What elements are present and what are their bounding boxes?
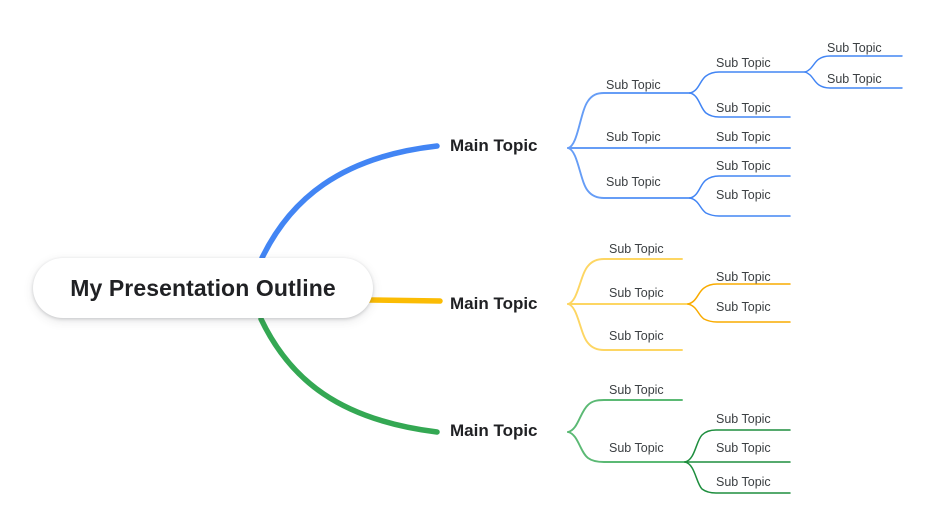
sub-topic-green-2[interactable]: Sub Topic <box>609 441 664 455</box>
blue-connector-s1-1-2[interactable] <box>804 71 903 89</box>
blue-connector-s3[interactable] <box>567 147 691 199</box>
sub-topic-yellow-2[interactable]: Sub Topic <box>609 286 664 300</box>
sub-topic-blue-1[interactable]: Sub Topic <box>606 78 661 92</box>
main-topic-yellow[interactable]: Main Topic <box>450 294 538 313</box>
sub-topic-blue-1-1-2[interactable]: Sub Topic <box>827 72 882 86</box>
sub-topic-yellow-2-1[interactable]: Sub Topic <box>716 270 771 284</box>
central-node-title: My Presentation Outline <box>70 274 336 301</box>
green-connector-s2-1[interactable] <box>684 429 791 463</box>
sub-topic-blue-3-1[interactable]: Sub Topic <box>716 159 771 173</box>
sub-topic-blue-3-2[interactable]: Sub Topic <box>716 188 771 202</box>
main-topic-green[interactable]: Main Topic <box>450 421 538 440</box>
yellow-connector-s1[interactable] <box>567 258 683 305</box>
blue-connector-s1-2[interactable] <box>689 92 791 118</box>
sub-topic-blue-1-1-1[interactable]: Sub Topic <box>827 41 882 55</box>
sub-topic-yellow-1[interactable]: Sub Topic <box>609 242 664 256</box>
green-connector-s2[interactable] <box>567 431 686 463</box>
sub-topic-yellow-3[interactable]: Sub Topic <box>609 329 664 343</box>
blue-connector-s3-2[interactable] <box>689 197 791 217</box>
sub-topic-green-2-2[interactable]: Sub Topic <box>716 441 771 455</box>
sub-topic-yellow-2-2[interactable]: Sub Topic <box>716 300 771 314</box>
sub-topic-green-1[interactable]: Sub Topic <box>609 383 664 397</box>
yellow-connector-s3[interactable] <box>567 303 683 351</box>
sub-topic-blue-3[interactable]: Sub Topic <box>606 175 661 189</box>
blue-connector-s1[interactable] <box>567 92 691 149</box>
main-topic-blue[interactable]: Main Topic <box>450 136 538 155</box>
sub-topic-green-2-1[interactable]: Sub Topic <box>716 412 771 426</box>
trunk-blue[interactable] <box>259 143 440 261</box>
green-connector-s2-3[interactable] <box>684 461 791 494</box>
blue-connector-s3-1[interactable] <box>689 175 791 199</box>
sub-topic-green-2-3[interactable]: Sub Topic <box>716 475 771 489</box>
yellow-connector-s2-1[interactable] <box>687 283 791 305</box>
central-node[interactable]: My Presentation Outline <box>33 258 373 318</box>
blue-connector-s1-1-1[interactable] <box>804 55 903 73</box>
sub-topic-blue-2-1[interactable]: Sub Topic <box>716 130 771 144</box>
yellow-connector-s2-2[interactable] <box>687 303 791 323</box>
blue-connector-s1-1[interactable] <box>689 71 806 94</box>
sub-topic-blue-2[interactable]: Sub Topic <box>606 130 661 144</box>
sub-topic-blue-1-1[interactable]: Sub Topic <box>716 56 771 70</box>
green-connector-s1[interactable] <box>567 399 683 433</box>
sub-topic-blue-1-2[interactable]: Sub Topic <box>716 101 771 115</box>
trunk-green[interactable] <box>258 316 440 435</box>
trunk-yellow[interactable] <box>366 297 443 304</box>
